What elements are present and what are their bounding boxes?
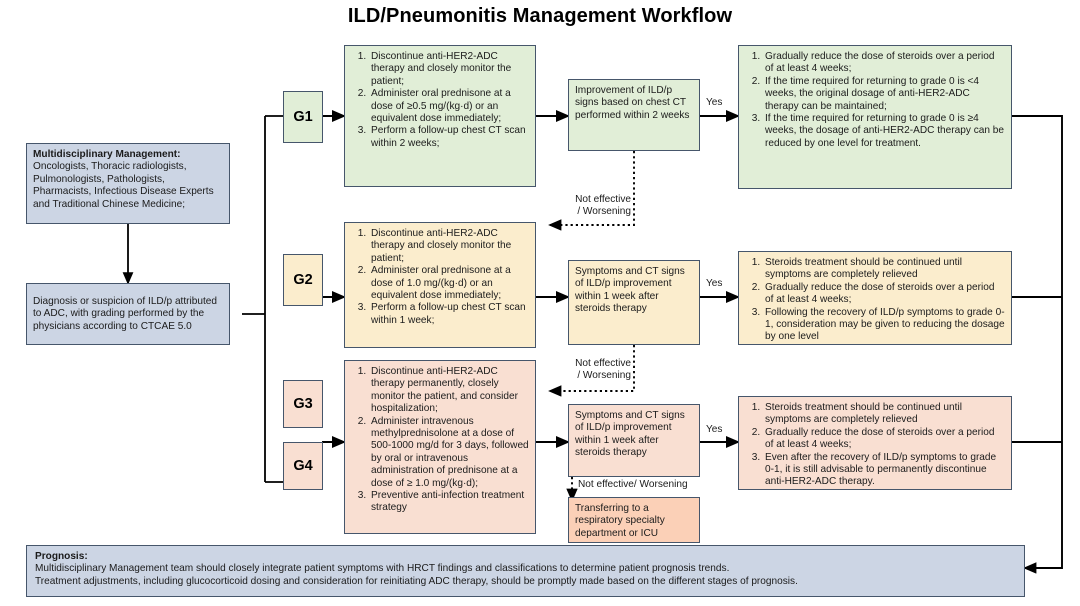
outcome-step: Gradually reduce the dose of steroids ov… xyxy=(763,427,1005,452)
treatment-step: Preventive anti-infection treatment stra… xyxy=(369,490,529,515)
escalation-box: Transferring to a respiratory specialty … xyxy=(568,497,700,543)
outcome-box-g2: Steroids treatment should be continued u… xyxy=(738,251,1012,345)
grade-chip-g3[interactable]: G3 xyxy=(283,380,323,428)
outcome-step: Steroids treatment should be continued u… xyxy=(763,257,1005,282)
decision-box-g1: Improvement of ILD/p signs based on ches… xyxy=(568,79,700,151)
outcome-step: Gradually reduce the dose of steroids ov… xyxy=(763,282,1005,307)
treatment-step: Administer oral prednisone at a dose of … xyxy=(369,265,529,302)
no-label-g2: Not effective / Worsening xyxy=(575,358,631,381)
grade-chip-g4[interactable]: G4 xyxy=(283,442,323,490)
diagnosis-box: Diagnosis or suspicion of ILD/p attribut… xyxy=(26,283,230,345)
mdt-heading: Multidisciplinary Management: xyxy=(33,149,181,160)
decision-text: Improvement of ILD/p signs based on ches… xyxy=(575,85,690,121)
decision-box-g2: Symptoms and CT signs of ILD/p improveme… xyxy=(568,260,700,345)
yes-label-g34: Yes xyxy=(706,424,723,435)
outcome-step: If the time required for returning to gr… xyxy=(763,113,1005,150)
decision-text: Symptoms and CT signs of ILD/p improveme… xyxy=(575,410,685,459)
mdt-box: Multidisciplinary Management: Oncologist… xyxy=(26,143,230,224)
mdt-body: Oncologists, Thoracic radiologists, Pulm… xyxy=(33,161,214,210)
grade-chip-g2[interactable]: G2 xyxy=(283,254,323,306)
treatment-step: Perform a follow-up chest CT scan within… xyxy=(369,125,529,150)
treatment-step: Discontinue anti-HER2-ADC therapy perman… xyxy=(369,366,529,416)
prognosis-box: Prognosis: Multidisciplinary Management … xyxy=(26,545,1025,597)
treatment-step: Administer oral prednisone at a dose of … xyxy=(369,88,529,125)
grade-label-g3: G3 xyxy=(293,396,313,412)
outcome-step: Even after the recovery of ILD/p symptom… xyxy=(763,452,1005,489)
prognosis-line-1: Multidisciplinary Management team should… xyxy=(35,563,730,575)
treatment-box-g34: Discontinue anti-HER2-ADC therapy perman… xyxy=(344,360,536,534)
outcome-step: Following the recovery of ILD/p symptoms… xyxy=(763,307,1005,344)
no-label-g34: Not effective/ Worsening xyxy=(578,479,688,490)
treatment-step: Discontinue anti-HER2-ADC therapy and cl… xyxy=(369,228,529,265)
escalation-text: Transferring to a respiratory specialty … xyxy=(575,503,665,539)
decision-box-g34: Symptoms and CT signs of ILD/p improveme… xyxy=(568,404,700,477)
no-label-g1: Not effective / Worsening xyxy=(575,194,631,217)
diagnosis-text: Diagnosis or suspicion of ILD/p attribut… xyxy=(33,295,218,332)
outcome-box-g34: Steroids treatment should be continued u… xyxy=(738,396,1012,490)
treatment-step: Administer intravenous methylprednisolon… xyxy=(369,416,529,490)
grade-label-g2: G2 xyxy=(293,272,313,288)
grade-label-g1: G1 xyxy=(293,109,313,125)
page-title: ILD/Pneumonitis Management Workflow xyxy=(347,5,733,27)
outcome-box-g1: Gradually reduce the dose of steroids ov… xyxy=(738,45,1012,189)
treatment-step: Discontinue anti-HER2-ADC therapy and cl… xyxy=(369,51,529,88)
decision-text: Symptoms and CT signs of ILD/p improveme… xyxy=(575,266,685,315)
treatment-step: Perform a follow-up chest CT scan within… xyxy=(369,302,529,327)
outcome-step: If the time required for returning to gr… xyxy=(763,76,1005,113)
treatment-box-g1: Discontinue anti-HER2-ADC therapy and cl… xyxy=(344,45,536,187)
yes-label-g1: Yes xyxy=(706,97,723,108)
treatment-box-g2: Discontinue anti-HER2-ADC therapy and cl… xyxy=(344,222,536,348)
prognosis-line-2: Treatment adjustments, including glucoco… xyxy=(35,575,798,587)
outcome-step: Gradually reduce the dose of steroids ov… xyxy=(763,51,1005,76)
yes-label-g2: Yes xyxy=(706,278,723,289)
outcome-step: Steroids treatment should be continued u… xyxy=(763,402,1005,427)
grade-chip-g1[interactable]: G1 xyxy=(283,91,323,143)
prognosis-heading: Prognosis: xyxy=(35,551,88,562)
grade-label-g4: G4 xyxy=(293,458,313,474)
